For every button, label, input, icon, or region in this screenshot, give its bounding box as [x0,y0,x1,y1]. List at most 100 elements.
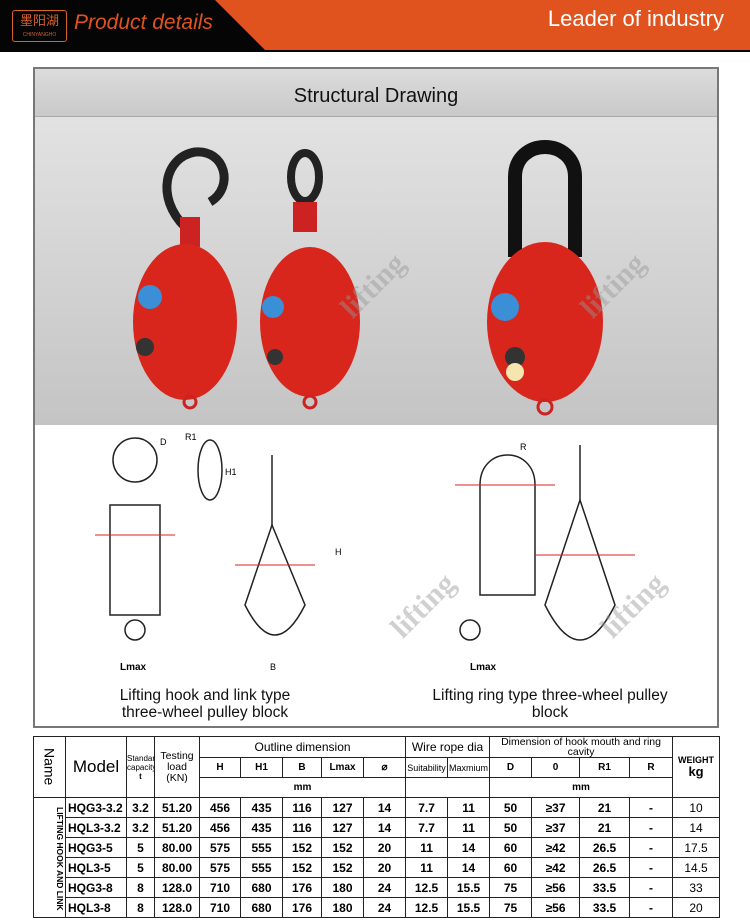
table-cell: - [629,797,674,818]
table-cell: 15.5 [447,897,491,918]
table-cell: 17.5 [672,837,721,858]
structural-drawing-panel: Structural Drawing [33,67,719,728]
table-cell: 710 [199,897,241,918]
weight-label: WEIGHT [678,755,715,765]
table-cell: 80.00 [154,837,200,858]
table-cell: 15.5 [447,877,491,898]
column-header: 0 [531,757,581,778]
table-cell: HQG3-5 [65,837,127,858]
technical-drawings: Lmax B H H1 R1 D R Lmax Lifting hook and… [35,425,717,725]
table-cell: 51.20 [154,797,200,818]
capacity-label: Standard capacity [127,753,155,772]
table-cell: 575 [199,837,241,858]
table-cell: HQG3-3.2 [65,797,127,818]
pulley-photos-image [133,140,603,416]
table-cell: 680 [240,897,283,918]
table-cell: 180 [321,897,364,918]
table-cell: 33.5 [579,877,631,898]
unit-mm: mm [489,777,674,798]
table-cell: 3.2 [126,797,155,818]
table-cell: 14 [362,817,407,838]
table-cell: 152 [321,857,364,878]
capacity-unit: t [139,771,142,781]
table-cell: 435 [240,817,283,838]
table-cell: 456 [199,817,241,838]
table-cell: 11 [447,817,491,838]
hook-pulley-photo [133,147,237,410]
table-cell: 14 [362,797,407,818]
table-cell: 7.7 [405,817,449,838]
table-cell: ≥56 [531,897,581,918]
table-cell: 710 [199,877,241,898]
table-cell: 7.7 [405,797,449,818]
table-cell: 152 [321,837,364,858]
table-cell: 50 [489,797,533,818]
label-h: H [335,547,342,557]
table-cell: 14 [672,817,721,838]
table-cell: 51.20 [154,817,200,838]
unit-mm: mm [198,777,407,798]
logo-subtext: CHINYANGHO [22,32,57,38]
table-cell: - [629,897,674,918]
technical-drawings-image: Lmax B H H1 R1 D R Lmax [95,432,635,673]
table-cell: ≥37 [531,817,581,838]
table-cell: 20 [672,897,721,918]
caption-ring: Lifting ring type three-wheel pulley blo… [432,687,668,721]
header-wire-rope: Wire rope dia [405,736,491,758]
column-header: D [489,757,533,778]
header-testing-load: Testing load (KN) [154,736,200,798]
table-cell: 21 [579,817,631,838]
product-photos [35,117,717,425]
section-title: Structural Drawing [35,69,717,117]
column-header: H1 [240,757,283,778]
table-cell: 152 [282,837,322,858]
label-lmax-right: Lmax [470,662,497,673]
table-cell: 14 [447,837,491,858]
table-cell: 10 [672,797,721,818]
table-cell: 555 [240,837,283,858]
column-header: R1 [579,757,631,778]
table-cell: 33 [672,877,721,898]
table-cell: 11 [447,797,491,818]
header-accent [215,0,750,50]
label-r: R [520,442,527,452]
table-cell: 24 [362,877,407,898]
table-cell: 176 [282,877,322,898]
table-cell: ≥37 [531,797,581,818]
table-cell: HQL3-3.2 [65,817,127,838]
table-cell: 24 [362,897,407,918]
table-cell: 152 [282,857,322,878]
table-cell: 555 [240,857,283,878]
slogan: Leader of industry [547,6,724,31]
table-cell: 60 [489,837,533,858]
column-header: ⌀ [362,757,407,778]
table-cell: ≥42 [531,857,581,878]
header-outline: Outline dimension [198,736,407,758]
table-cell: 3.2 [126,817,155,838]
table-cell: 14 [447,857,491,878]
table-cell: 12.5 [405,877,449,898]
table-cell: 33.5 [579,897,631,918]
table-cell: 50 [489,817,533,838]
ring-pulley-photo [487,140,603,416]
table-cell: 435 [240,797,283,818]
column-header: B [282,757,322,778]
table-cell: 11 [405,837,449,858]
table-cell: 75 [489,897,533,918]
column-header: R [629,757,674,778]
column-header: Maxmium [447,757,491,778]
label-lmax: Lmax [120,662,147,673]
table-cell: - [629,837,674,858]
header-hook-mouth: Dimension of hook mouth and ring cavity [489,736,674,758]
table-cell: 80.00 [154,857,200,878]
table-cell: 11 [405,857,449,878]
table-cell: 116 [282,797,322,818]
